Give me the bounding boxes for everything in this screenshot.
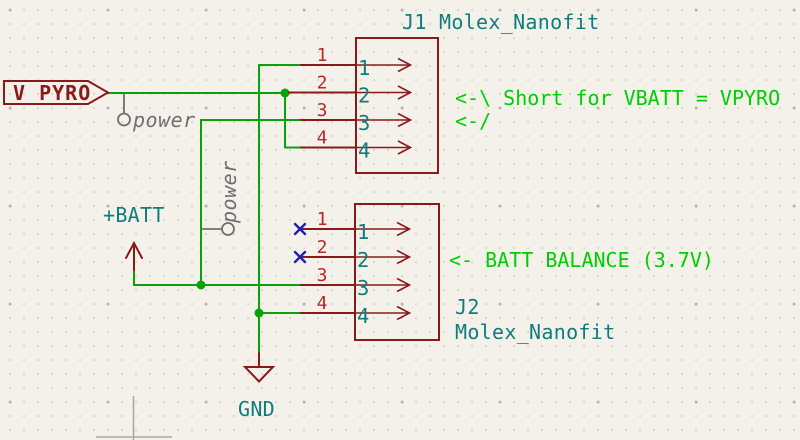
pin-arrow-icon [396,277,412,293]
j2-pin4-number: 4 [317,293,328,314]
pin-arrow-icon [397,112,413,128]
wires [107,64,303,354]
j1-pin3-name: 3 [358,111,370,135]
junction-dot [196,280,206,290]
j2-pin1-number: 1 [317,209,328,230]
junction-dot [280,88,290,98]
connector-j1[interactable]: J1 Molex_Nanofit 1 1 2 2 3 3 4 4 [288,10,599,174]
no-connect-icon[interactable] [293,250,307,264]
net-label-v-pyro[interactable]: V_PYRO [3,80,111,105]
pin-arrow-icon [396,305,412,321]
netclass-label: power [132,108,196,132]
j1-pin2-name: 2 [358,84,370,108]
batt-arrow-icon [125,240,143,259]
connector-j2[interactable]: J2 Molex_Nanofit 1 1 2 2 3 3 4 4 [293,203,615,344]
j1-pin1-number: 1 [317,45,328,66]
note-short-line1[interactable]: <-\ Short for VBATT = VPYRO [455,86,780,110]
j2-pin2-number: 2 [317,237,328,258]
pin-arrow-icon [397,140,413,155]
j2-pin4-name: 4 [357,304,369,328]
j1-reference-value-label[interactable]: J1 Molex_Nanofit [402,10,599,34]
j2-value-label[interactable]: Molex_Nanofit [455,320,615,344]
pin-arrow-icon [396,221,412,237]
j1-pin4-number: 4 [317,128,328,149]
j2-symbol-box[interactable] [354,203,440,341]
netclass-circle-icon [221,222,235,236]
j1-pin4-name: 4 [358,139,370,163]
origin-crosshair [96,396,172,440]
j1-pin3-number: 3 [317,100,328,121]
power-symbol-gnd[interactable]: GND [238,352,276,421]
pin-arrow-icon [397,85,413,100]
junction-dot [254,308,264,318]
j2-pin3-number: 3 [317,265,328,286]
j1-symbol-box[interactable] [355,37,439,174]
gnd-triangle-icon [242,366,276,383]
power-symbol-batt[interactable]: +BATT [103,203,165,271]
note-batt-balance[interactable]: <- BATT BALANCE (3.7V) [449,248,714,272]
net-label-outline [3,80,111,105]
j2-pin3-name: 3 [357,276,369,300]
j1-pin1-name: 1 [358,56,370,80]
pin-arrow-icon [396,249,412,265]
net-label-text: V_PYRO [13,81,91,105]
j1-pin2-number: 2 [317,73,328,94]
netclass-circle-icon [117,112,131,127]
note-short-line2[interactable]: <-/ [455,109,491,133]
netclass-directive-power-2[interactable]: power [201,160,241,236]
gnd-label: GND [238,397,275,421]
pin-arrow-icon [397,57,413,73]
j2-pin1-name: 1 [357,220,369,244]
j2-reference-label[interactable]: J2 [455,295,480,319]
batt-label: +BATT [103,203,165,227]
netclass-directive-power-1[interactable]: power [117,93,196,132]
j2-pin2-name: 2 [357,248,369,272]
netclass-label: power [217,160,241,224]
no-connect-icon[interactable] [293,222,307,236]
